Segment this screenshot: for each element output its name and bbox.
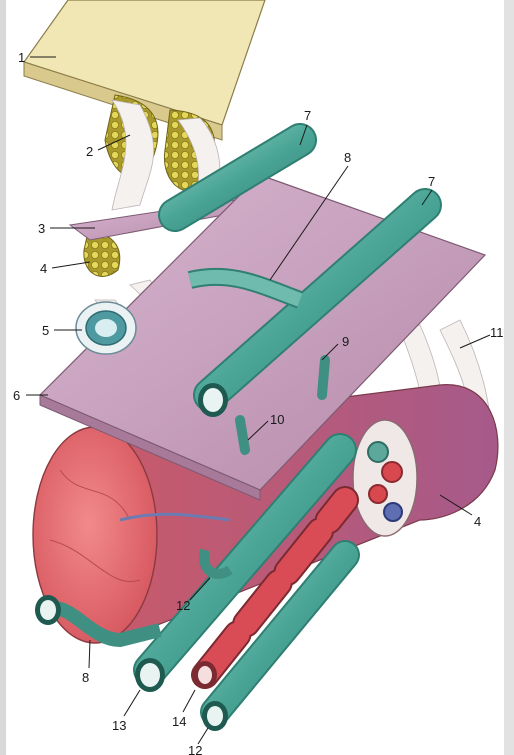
label-8-top: 8 — [344, 150, 351, 165]
label-12-bottom: 12 — [188, 743, 202, 755]
label-7-left: 7 — [304, 108, 311, 123]
label-9: 9 — [342, 334, 349, 349]
nerve-sheath — [76, 302, 136, 354]
label-12-mid: 12 — [176, 598, 190, 613]
neurovascular-bundle — [353, 420, 417, 536]
label-5: 5 — [42, 323, 49, 338]
label-3: 3 — [38, 221, 45, 236]
label-6: 6 — [13, 388, 20, 403]
label-13: 13 — [112, 718, 126, 733]
label-4-right: 4 — [474, 514, 481, 529]
label-8-bottom: 8 — [82, 670, 89, 685]
label-4-top: 4 — [40, 261, 47, 276]
label-14: 14 — [172, 714, 186, 729]
label-1: 1 — [18, 50, 25, 65]
label-7-right: 7 — [428, 174, 435, 189]
label-2: 2 — [86, 144, 93, 159]
label-10: 10 — [270, 412, 284, 427]
label-11: 11 — [490, 325, 504, 340]
